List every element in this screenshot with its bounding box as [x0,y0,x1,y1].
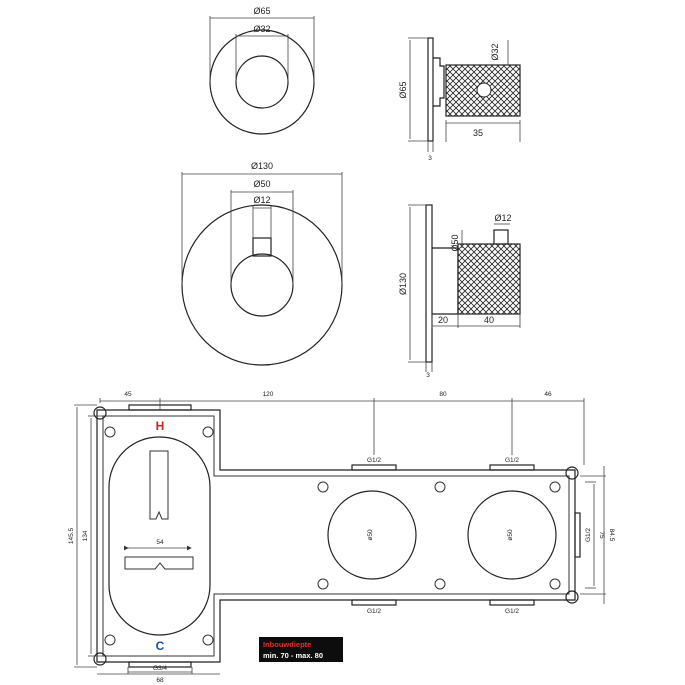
large-stem-dia-label: Ø12 [253,195,270,205]
box-dimensions: 45 120 80 46 145.5 134 75 84.5 G3/4 68 [68,391,615,684]
large-outer-dia-label: Ø130 [251,161,273,171]
valve-circle-1-label: ø50 [367,529,374,541]
small-inner-circle [235,55,289,109]
install-depth-label: Inbouwdiepte min. 70 - max. 80 [259,637,343,662]
conn-bot-2-label: G1/2 [505,608,519,615]
large-mid-circle [230,253,294,317]
large-side-len-b-label: 40 [484,315,494,325]
large-side-body [432,247,459,315]
outlet-right [574,512,581,558]
small-side-length-label: 35 [473,128,483,138]
box-ear-bottom-right [565,590,579,604]
install-label-line1: Inbouwdiepte [263,640,311,649]
small-outer-circle [209,29,315,135]
hot-label: H [156,419,165,433]
cold-inlet-connector [128,661,192,668]
height-inner-label: 134 [82,530,89,541]
inner-width-label: 54 [156,539,164,546]
large-knurled-knob [457,243,521,315]
thermostat-slot [108,436,211,636]
dim-top-2: 120 [263,391,274,398]
valve-circle-2-label: ø50 [507,529,514,541]
dim-top-4: 46 [544,391,552,398]
large-side-plate [425,204,433,363]
large-handle-front-view: Ø130 Ø50 Ø12 [181,161,343,366]
box-outline [96,409,576,663]
install-label-box [259,637,343,662]
small-handle-side-view: Ø65 Ø32 35 3 [398,37,521,162]
install-label-line2: min. 70 - max. 80 [263,651,323,660]
outlet-top-1 [351,464,397,471]
large-side-height-label: Ø130 [398,273,408,295]
large-side-stem-label: Ø12 [494,213,511,223]
small-side-plate [427,37,434,142]
large-side-len-a-label: 20 [438,315,448,325]
cold-label: C [156,639,165,653]
conn-top-2-label: G1/2 [505,457,519,464]
large-mid-dia-label: Ø50 [253,179,270,189]
dim-top-1: 45 [124,391,132,398]
box-ear-top-left [93,406,107,420]
small-outer-dia-label: Ø65 [253,6,270,16]
valve-tab-upper [149,450,169,520]
conn-right-label: G1/2 [585,528,592,542]
small-side-plate-label: 3 [428,155,432,162]
large-stem-square [252,237,272,257]
large-side-stem [493,229,509,245]
right-h2-label: 84.5 [608,529,615,542]
small-handle-front-view: Ø65 Ø32 [209,6,315,135]
box-ear-top-right [565,466,579,480]
outlet-bottom-1 [351,599,397,606]
bottom-width-label: 68 [156,677,164,684]
right-h1-label: 75 [598,531,605,539]
height-outer-label: 145.5 [68,527,75,544]
outlet-bottom-2 [489,599,535,606]
bottom-conn-label: G3/4 [153,665,167,672]
small-knurled-knob [445,64,521,117]
box-ear-bottom-left [93,652,107,666]
dim-top-3: 80 [439,391,447,398]
large-handle-side-view: Ø130 Ø50 Ø12 20 40 3 [398,204,521,379]
conn-bot-1-label: G1/2 [367,608,381,615]
small-inner-dia-label: Ø32 [253,24,270,34]
valve-circle-2 [467,490,557,580]
small-side-knob-label: Ø32 [490,43,500,60]
large-outer-circle [181,204,343,366]
outlet-top-2 [489,464,535,471]
mounting-box: 54 H C ø50 ø50 G1/2 G1/2 G1/2 G1/2 G1/2 [93,404,592,668]
valve-tab-lower [124,556,194,570]
small-side-height-label: Ø65 [398,81,408,98]
conn-top-1-label: G1/2 [367,457,381,464]
large-side-body-label: Ø50 [450,234,460,251]
large-side-plate-label: 3 [426,372,430,379]
valve-circle-1 [327,490,417,580]
small-knob-hole [476,82,492,98]
